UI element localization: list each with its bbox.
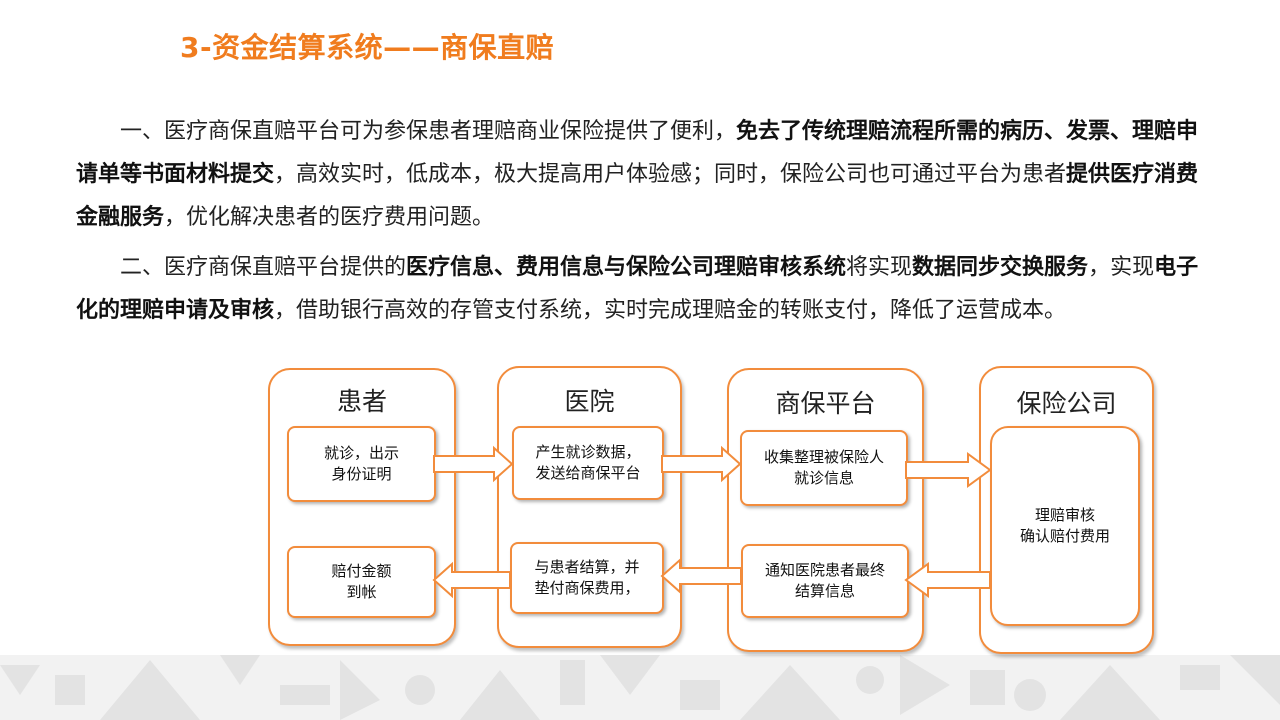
body-text: ，高效实时，低成本，极大提高用户体验感；同时，保险公司也可通过平台为患者 <box>274 162 1067 187</box>
box-insurer-review: 理赔审核确认赔付费用 <box>990 426 1140 626</box>
body-text: 将实现 <box>846 255 913 280</box>
box-patient-visit: 就诊，出示身份证明 <box>287 426 436 502</box>
emphasis-text: 医疗信息、费用信息与保险公司理赔审核系统 <box>406 255 847 280</box>
decorative-background-pattern <box>0 655 1280 720</box>
paragraph-1: 一、医疗商保直赔平台可为参保患者理赔商业保险提供了便利，免去了传统理赔流程所需的… <box>76 110 1206 239</box>
emphasis-text: 免去了传统理赔流程所需的病历、发票、理赔申请单等书面材料提交 <box>76 119 1199 187</box>
emphasis-text: 数据同步交换服务 <box>912 255 1089 280</box>
emphasis-text: 提供医疗消费金融服务 <box>76 162 1199 230</box>
box-patient-payout: 赔付金额到帐 <box>287 546 436 618</box>
box-hospital-settlement: 与患者结算，并垫付商保费用， <box>510 542 664 614</box>
body-text: ，实现 <box>1088 255 1155 280</box>
column-title-platform: 商保平台 <box>775 389 876 418</box>
body-text: 二、医疗商保直赔平台提供的 <box>120 255 407 280</box>
column-title-insurer: 保险公司 <box>1016 389 1117 418</box>
body-text: ，优化解决患者的医疗费用问题。 <box>164 205 495 230</box>
body-text: 一、医疗商保直赔平台可为参保患者理赔商业保险提供了便利， <box>120 119 737 144</box>
page-title: 3-资金结算系统——商保直赔 <box>180 31 555 64</box>
box-platform-notify: 通知医院患者最终结算信息 <box>741 544 909 618</box>
paragraph-2: 二、医疗商保直赔平台提供的医疗信息、费用信息与保险公司理赔审核系统将实现数据同步… <box>76 246 1206 332</box>
box-hospital-data: 产生就诊数据，发送给商保平台 <box>512 426 664 500</box>
emphasis-text: 电子化的理赔申请及审核 <box>76 255 1199 323</box>
body-text: ，借助银行高效的存管支付系统，实时完成理赔金的转账支付，降低了运营成本。 <box>274 298 1067 323</box>
column-title-patient: 患者 <box>336 387 387 416</box>
column-title-hospital: 医院 <box>564 387 615 416</box>
box-platform-collect: 收集整理被保险人就诊信息 <box>740 430 908 506</box>
